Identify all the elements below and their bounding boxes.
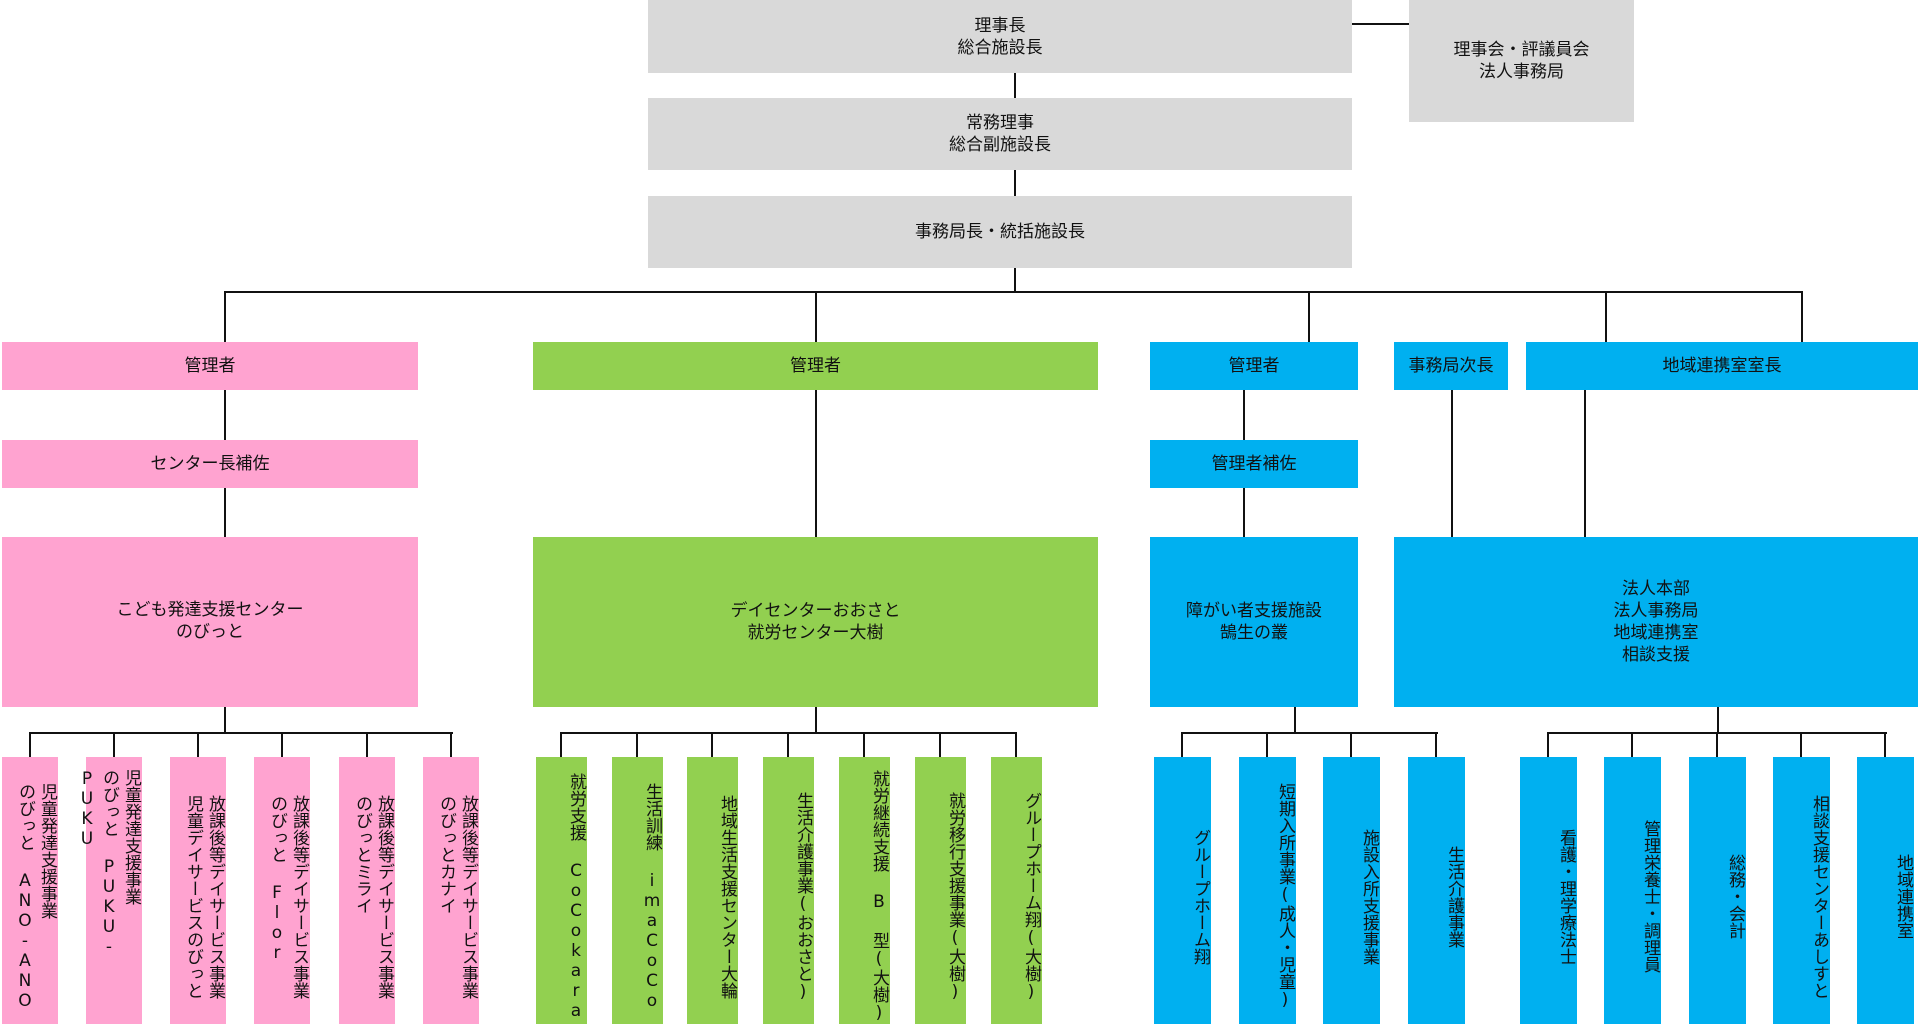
connector-line xyxy=(1181,732,1183,757)
hq-sub-item: 管理栄養士・調理員 xyxy=(1604,757,1661,1024)
pink-sub-item: 放課後等デイサービス事業 児童デイサービスのびっと xyxy=(170,757,226,1024)
pink-sub-item: 放課後等デイサービス事業 のびっと Flor xyxy=(254,757,310,1024)
connector-line xyxy=(1014,73,1016,98)
connector-line xyxy=(197,732,199,757)
pink-assistant-box: センター長補佐 xyxy=(2,440,418,488)
green-sub-item: 就労支援 CoCokara xyxy=(536,757,587,1024)
pink-sub-item: 放課後等デイサービス事業 のびっとミライ xyxy=(339,757,395,1024)
pink-manager-box: 管理者 xyxy=(2,342,418,390)
connector-line xyxy=(1435,732,1437,757)
connector-line xyxy=(815,291,817,342)
green-sub-item: 生活介護事業(おおさと) xyxy=(763,757,814,1024)
blue-manager-box: 管理者 xyxy=(1150,342,1358,390)
connector-line xyxy=(1547,732,1549,757)
connector-line xyxy=(1350,732,1352,757)
blue-sub-item: 施設入所支援事業 xyxy=(1323,757,1380,1024)
connector-line xyxy=(787,732,789,757)
connector-line xyxy=(815,390,817,537)
connector-line xyxy=(29,732,31,757)
connector-line xyxy=(224,488,226,537)
connector-line xyxy=(224,707,226,733)
connector-line xyxy=(1266,732,1268,757)
connector-line xyxy=(1015,732,1017,757)
connector-line xyxy=(1014,268,1016,292)
connector-line xyxy=(636,732,638,757)
connector-line xyxy=(711,732,713,757)
connector-line xyxy=(1716,732,1718,757)
blue-sub-item: グループホーム翔 xyxy=(1154,757,1211,1024)
pink-sub-item: 児童発達支援事業 のびっと PUKU-PUKU xyxy=(77,757,142,1024)
connector-line xyxy=(1451,390,1453,537)
connector-line xyxy=(1243,488,1245,537)
hq-sub-item: 相談支援センターあしすと xyxy=(1773,757,1830,1024)
pink-sub-item: 放課後等デイサービス事業 のびっとカナイ xyxy=(423,757,479,1024)
board-box: 理事会・評議員会 法人事務局 xyxy=(1409,0,1634,122)
connector-line xyxy=(815,707,817,733)
green-sub-item: 生活訓練 imaCoCo xyxy=(612,757,663,1024)
hq-main-box: 法人本部 法人事務局 地域連携室 相談支援 xyxy=(1394,537,1918,707)
hq-sub-item: 総務・会計 xyxy=(1689,757,1746,1024)
green-main-box: デイセンターおおさと 就労センター大樹 xyxy=(533,537,1098,707)
connector-line xyxy=(939,732,941,757)
blue-sub-item: 生活介護事業 xyxy=(1408,757,1465,1024)
sub-bus-line xyxy=(1182,732,1438,734)
green-manager-box: 管理者 xyxy=(533,342,1098,390)
connector-line xyxy=(1605,291,1607,342)
connector-line xyxy=(560,732,562,757)
green-sub-item: グループホーム翔(大樹) xyxy=(991,757,1042,1024)
connector-line xyxy=(1801,291,1803,342)
connector-line xyxy=(1631,732,1633,757)
blue-assistant-box: 管理者補佐 xyxy=(1150,440,1358,488)
connector-line xyxy=(450,732,452,757)
connector-line xyxy=(113,732,115,757)
connector-line xyxy=(366,732,368,757)
connector-line xyxy=(224,291,226,342)
executive-director-box: 常務理事 総合副施設長 xyxy=(648,98,1352,170)
blue-main-box: 障がい者支援施設 鵠生の叢 xyxy=(1150,537,1358,707)
sub-bus-line xyxy=(29,732,453,734)
connector-line xyxy=(1243,390,1245,440)
connector-line xyxy=(224,390,226,440)
connector-line xyxy=(1584,390,1586,537)
pink-main-box: こども発達支援センター のびっと xyxy=(2,537,418,707)
blue-sub-item: 短期入所事業(成人・児童) xyxy=(1239,757,1296,1024)
green-sub-item: 就労継続支援 B 型(大樹) xyxy=(839,757,890,1024)
connector-line xyxy=(1308,291,1310,342)
chairman-box: 理事長 総合施設長 xyxy=(648,0,1352,73)
connector-line xyxy=(1014,170,1016,196)
connector-line xyxy=(863,732,865,757)
hq-sub-item: 看護・理学療法士 xyxy=(1520,757,1577,1024)
regional-head-box: 地域連携室室長 xyxy=(1526,342,1918,390)
deputy-secretary-box: 事務局次長 xyxy=(1394,342,1508,390)
connector-line xyxy=(1352,23,1409,25)
green-sub-item: 地域生活支援センター大輪 xyxy=(687,757,738,1024)
connector-line xyxy=(1717,707,1719,733)
secretary-general-box: 事務局長・統括施設長 xyxy=(648,196,1352,268)
connector-line xyxy=(1884,732,1886,757)
connector-line xyxy=(1800,732,1802,757)
green-sub-item: 就労移行支援事業(大樹) xyxy=(915,757,966,1024)
connector-line xyxy=(281,732,283,757)
hq-sub-item: 地域連携室 xyxy=(1857,757,1914,1024)
pink-sub-item: 児童発達支援事業 のびっと ANO-ANO xyxy=(2,757,58,1024)
connector-line xyxy=(1294,707,1296,733)
main-bus-line xyxy=(224,291,1802,293)
